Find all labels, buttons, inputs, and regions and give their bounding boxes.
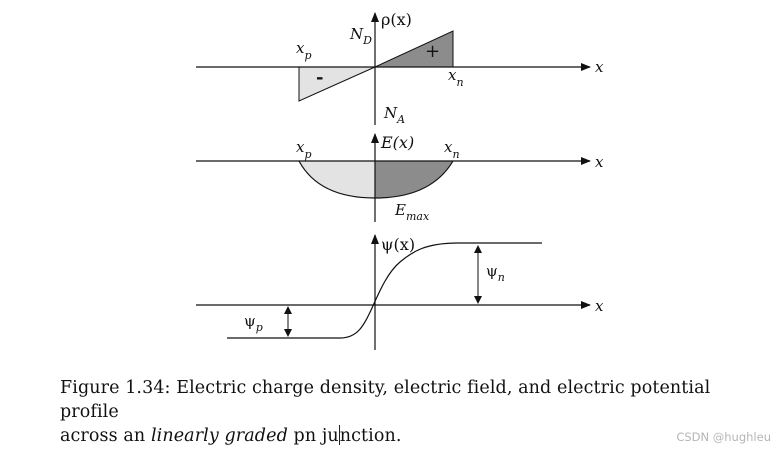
watermark: CSDN @hughleu [676,430,771,444]
e-axis-label: E(x) [380,133,414,152]
negative-field-region [299,161,375,198]
caption-line-1: Figure 1.34: Electric charge density, el… [60,378,711,422]
potential-x-label: x [595,297,604,315]
psi-n-arrow-bottom [474,296,482,304]
caption-emphasis: linearly graded [150,426,288,446]
psi-n-arrow-top [474,245,482,253]
plus-sign: + [425,41,440,62]
positive-charge-region [374,30,454,68]
xp-label-charge: xp [296,39,312,62]
psi-n-label: ψn [486,262,505,284]
potential-panel: ψ(x) x ψn ψp [196,234,604,350]
nd-label: ND [349,25,372,47]
xn-label-charge: xn [448,66,464,89]
potential-curve [227,242,542,339]
psi-p-label: ψp [244,312,263,334]
rho-axis-label: ρ(x) [381,10,412,29]
xn-label-field: xn [444,138,460,161]
emax-label: Emax [394,201,430,223]
field-x-label: x [595,153,604,171]
junction-figure: ρ(x) x ND NA xp xn - + E(x) x xp xn [196,10,604,350]
figure-caption: Figure 1.34: Electric charge density, el… [60,376,760,448]
minus-sign: - [316,67,323,88]
charge-density-panel: ρ(x) x ND NA xp xn - + [196,10,604,126]
negative-charge-region [298,66,376,102]
electric-field-panel: E(x) x xp xn Emax [196,133,604,223]
positive-field-region [375,161,453,198]
psi-axis-label: ψ(x) [381,235,415,254]
na-label: NA [383,104,405,126]
text-cursor [338,425,340,445]
xp-label-field: xp [296,138,312,161]
psi-p-arrow-top [284,306,292,314]
caption-line-2: across an linearly graded pn junction. [60,425,402,446]
psi-p-arrow-bottom [284,329,292,337]
charge-x-label: x [595,58,604,76]
